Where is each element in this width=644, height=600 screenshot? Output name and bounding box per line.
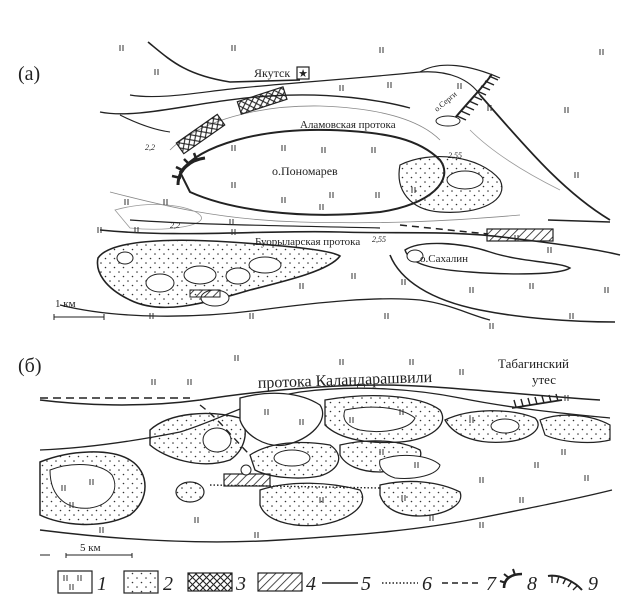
south-bank-b (39, 489, 613, 543)
marker-circle-b (240, 464, 252, 476)
island-b-left-core (49, 464, 116, 509)
island-b-10 (379, 480, 462, 517)
contour-label-4: 2,55 (372, 235, 386, 244)
legend-num-9: 9 (588, 573, 598, 595)
river-bank-north-2 (129, 71, 481, 98)
label-alamovskaya: Аламовская протока (300, 119, 396, 131)
islet-b-6 (273, 449, 311, 467)
label-tabaginsky-1: Табагинский (498, 356, 569, 371)
dashed-line-a (399, 224, 489, 235)
legend-num-6: 6 (422, 573, 432, 595)
diagonal-hatch-area-b (223, 473, 271, 487)
hachure-line-b (511, 393, 563, 409)
legend-item-3: 3 (187, 572, 246, 595)
channel-b-1 (39, 387, 611, 451)
scale-label-a: 1 км (55, 298, 76, 310)
island-b-4-core (343, 406, 416, 432)
panel-b-label: (б) (18, 355, 42, 377)
legend-num-4: 4 (306, 573, 316, 595)
label-yakutsk: Якутск (254, 66, 290, 80)
bank-line-a (129, 219, 381, 229)
sand-islet (446, 170, 484, 190)
hachure-line-a (454, 73, 499, 121)
contour-label-2: 2,2 (170, 221, 180, 230)
hatch-area-a-small (189, 289, 221, 298)
hachure-arc-a (171, 152, 206, 186)
sakhalin-island (404, 242, 572, 275)
legend-num-3: 3 (235, 573, 246, 595)
north-bank-b (39, 384, 601, 406)
sergei-island (435, 115, 461, 127)
label-sergei: о.Серги (433, 89, 460, 113)
island-b-9 (259, 482, 364, 527)
panel-a: (а) (18, 41, 621, 330)
legend-item-1: 1 (57, 570, 107, 595)
label-sakhalin: о.Сахалин (420, 253, 468, 265)
legend-item-2: 2 (123, 570, 173, 595)
legend-item-4: 4 (257, 572, 316, 595)
west-bank-line (119, 114, 171, 133)
contour-label-1: 2,2 (145, 143, 155, 152)
yakutsk-star-icon: ★ (296, 66, 310, 80)
legend-num-5: 5 (361, 573, 371, 595)
label-tabaginsky-2: утес (532, 372, 556, 387)
svg-text:★: ★ (298, 67, 308, 80)
legend-item-5: 5 (322, 573, 371, 595)
dashed-line-b-2 (199, 404, 251, 456)
legend-item-8: 8 (499, 568, 537, 595)
isoline-a4 (469, 129, 561, 191)
sakhalin-islet (406, 249, 424, 263)
scale-label-b: 5 км (80, 542, 101, 554)
islet-a5 (248, 256, 282, 274)
legend-item-9: 9 (547, 573, 598, 595)
panel-a-label: (а) (18, 63, 40, 85)
isoline-a3 (114, 204, 202, 230)
scale-bar-a: 1 км (53, 298, 105, 320)
legend-item-6: 6 (382, 573, 432, 595)
label-ponomarev: о.Пономарев (272, 164, 338, 178)
contour-label-3: 2,55 (448, 151, 462, 160)
islet-a4 (225, 267, 251, 285)
scale-bar-b: 5 км (40, 542, 133, 558)
label-kalandarashvili: протока Каландарашвили (258, 369, 433, 392)
legend: 1 2 3 4 5 6 7 8 (57, 568, 598, 595)
islet-a1 (145, 273, 175, 293)
legend-num-8: 8 (527, 573, 537, 595)
islet-b-2 (202, 427, 232, 453)
diagonal-hatch-area-a (486, 228, 554, 242)
legend-num-2: 2 (163, 573, 173, 595)
river-bank-south (99, 229, 621, 256)
river-bank-north (147, 41, 301, 83)
river-bank-east (479, 94, 611, 221)
island-b-8 (379, 455, 441, 479)
islet-b-5 (490, 418, 520, 434)
islet-a3 (183, 265, 217, 285)
island-b-11 (539, 414, 611, 444)
legend-item-7: 7 (442, 573, 497, 595)
islet-b-1 (175, 481, 205, 503)
panel-b: (б) (18, 354, 613, 558)
cross-hatch-area-2 (175, 113, 226, 155)
island-b-3 (239, 392, 324, 447)
legend-num-7: 7 (486, 573, 497, 595)
east-bank-line (547, 219, 611, 223)
islet-a2 (116, 251, 134, 265)
label-buoryl: Буорыларская протока (255, 236, 360, 248)
legend-num-1: 1 (97, 573, 107, 595)
south-bank-a (59, 298, 491, 321)
south-bank-a2 (389, 254, 616, 323)
cross-hatch-area-1 (236, 86, 288, 115)
